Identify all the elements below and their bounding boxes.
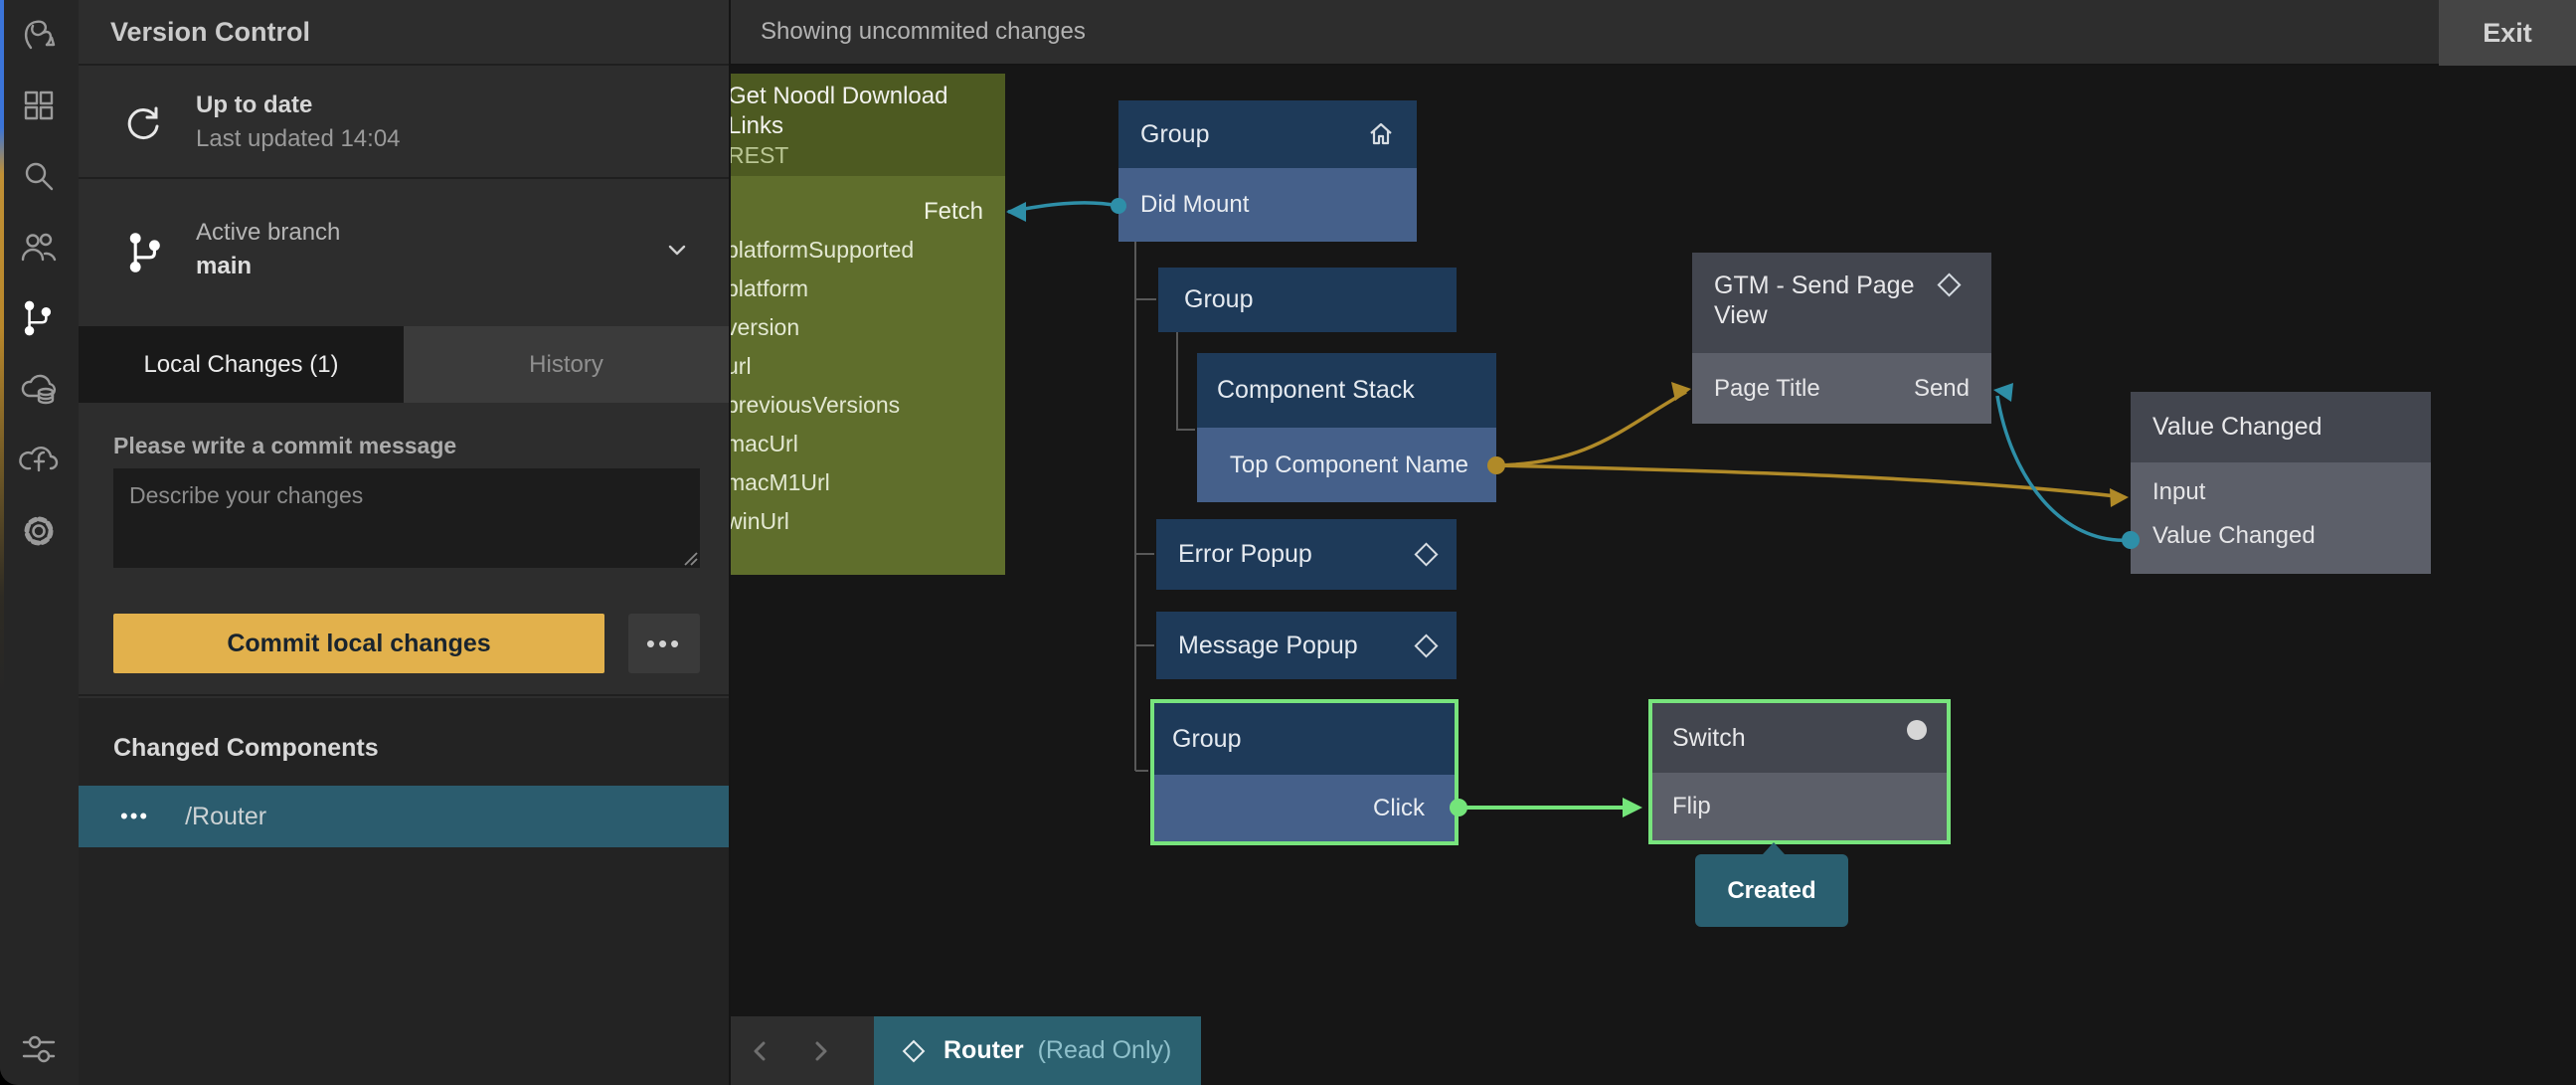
active-branch-name: main [196,253,253,279]
node-rest[interactable]: Get Noodl Download Links REST Fetch plat… [718,74,1005,575]
panel-header: Version Control [79,0,729,66]
sync-last-updated: Last updated 14:04 [196,125,401,152]
chevron-down-icon[interactable] [667,241,687,261]
state-dot-icon [1907,720,1927,740]
created-tooltip: Created [1695,842,1848,927]
sync-status-section[interactable]: Up to date Last updated 14:04 [79,68,729,179]
node-subtitle: REST [728,142,789,168]
settings-gear-icon[interactable] [17,509,61,553]
canvas-top-bar: Showing uncommited changes Exit [731,0,2576,66]
sync-status-label: Up to date [196,91,313,118]
window-edge-gradient [0,0,4,1085]
search-icon[interactable] [17,154,61,198]
port-macurl[interactable]: macUrl [726,431,798,456]
nav-back-button[interactable] [731,1021,790,1081]
tab-router-label: Router [944,1036,1024,1064]
node-gtm-send-page-view[interactable]: GTM - Send Page View Page Title Send [1692,253,1991,424]
component-dots-icon[interactable]: ••• [120,804,150,828]
tab-history[interactable]: History [404,326,729,403]
branch-icon [129,233,160,272]
changed-components-heading: Changed Components [113,734,379,762]
collaborators-icon[interactable] [17,225,61,269]
changed-component-row-router[interactable]: ••• /Router [79,786,729,847]
nav-forward-button[interactable] [790,1021,850,1081]
component-diamond-icon [1414,542,1439,567]
port-fetch[interactable]: Fetch [923,198,983,225]
active-branch-label: Active branch [196,219,341,246]
node-title: Component Stack [1217,376,1415,404]
node-value-changed[interactable]: Value Changed Input Value Changed [2131,392,2431,574]
port-version[interactable]: version [726,314,800,340]
port-platform[interactable]: platform [726,275,809,301]
port-previousversions[interactable]: previousVersions [726,392,901,418]
port-send[interactable]: Send [1913,374,1970,402]
node-message-popup[interactable]: Message Popup [1156,612,1457,679]
panel-title: Version Control [110,17,311,47]
canvas-nav-bar [731,1016,874,1085]
port-top-component-name[interactable]: Top Component Name [1197,428,1496,502]
port-platformsupported[interactable]: platformSupported [726,237,915,263]
tooltip-arrow [1763,842,1785,854]
port-macm1url[interactable]: macM1Url [726,469,830,495]
node-title: Group [1184,285,1254,313]
node-group-home[interactable]: Group Did Mount [1118,100,1417,242]
uncommitted-status-text: Showing uncommited changes [761,18,1086,45]
node-title: Switch [1672,723,1746,752]
node-group-inner[interactable]: Group [1158,268,1457,332]
port-input[interactable]: Input [2152,478,2206,505]
port-did-mount[interactable]: Did Mount [1118,168,1417,242]
exit-button[interactable]: Exit [2439,0,2576,66]
node-group-selected[interactable]: Group Click [1150,699,1459,845]
tab-router-readonly: (Read Only) [1037,1036,1172,1064]
home-icon [1370,122,1392,145]
node-rest-header[interactable]: Get Noodl Download Links REST [718,74,1005,176]
tab-local-changes[interactable]: Local Changes (1) [79,326,404,403]
commit-section: Please write a commit message Commit loc… [79,403,729,696]
commit-button[interactable]: Commit local changes [113,614,604,673]
node-error-popup[interactable]: Error Popup [1156,519,1457,590]
commit-message-label: Please write a commit message [113,433,457,458]
commit-more-button[interactable]: ••• [628,614,700,673]
cloud-functions-icon[interactable] [17,438,61,481]
node-title: GTM - Send Page View [1714,271,1915,329]
node-title: Error Popup [1178,540,1312,568]
component-diamond-icon [1937,272,1962,297]
component-diamond-icon [1414,633,1439,658]
changed-components-section: Changed Components ••• /Router [79,698,729,1085]
node-title: Get Noodl Download Links [728,83,948,139]
component-diamond-icon [902,1039,926,1062]
port-flip[interactable]: Flip [1652,773,1947,840]
refresh-icon[interactable] [122,103,164,145]
node-title: Group [1140,119,1210,148]
node-title: Value Changed [2152,413,2322,441]
version-control-panel: Version Control Up to date Last updated … [79,0,731,1085]
port-url[interactable]: url [726,353,752,379]
commit-message-input[interactable] [113,468,700,568]
node-component-stack[interactable]: Component Stack Top Component Name [1197,353,1496,502]
noodl-logo-icon[interactable] [17,12,61,56]
components-grid-icon[interactable] [17,84,61,127]
version-control-icon[interactable] [17,296,61,340]
port-winurl[interactable]: winUrl [726,508,789,534]
node-title: Group [1172,724,1242,753]
filters-sliders-icon[interactable] [17,1026,61,1070]
panel-tabs: Local Changes (1) History [79,326,729,403]
cloud-data-icon[interactable] [17,367,61,411]
active-branch-section[interactable]: Active branch main [79,181,729,326]
changed-component-name: /Router [185,802,267,830]
port-value-changed[interactable]: Value Changed [2152,522,2316,549]
node-rest-body: Fetch platformSupported platform version… [718,176,1005,575]
port-page-title[interactable]: Page Title [1714,374,1820,402]
node-switch[interactable]: Switch Flip [1648,699,1951,844]
sidebar-icon-rail [0,0,79,1085]
tab-router[interactable]: Router (Read Only) [874,1016,1201,1085]
port-click[interactable]: Click [1154,775,1455,841]
node-title: Message Popup [1178,631,1358,659]
